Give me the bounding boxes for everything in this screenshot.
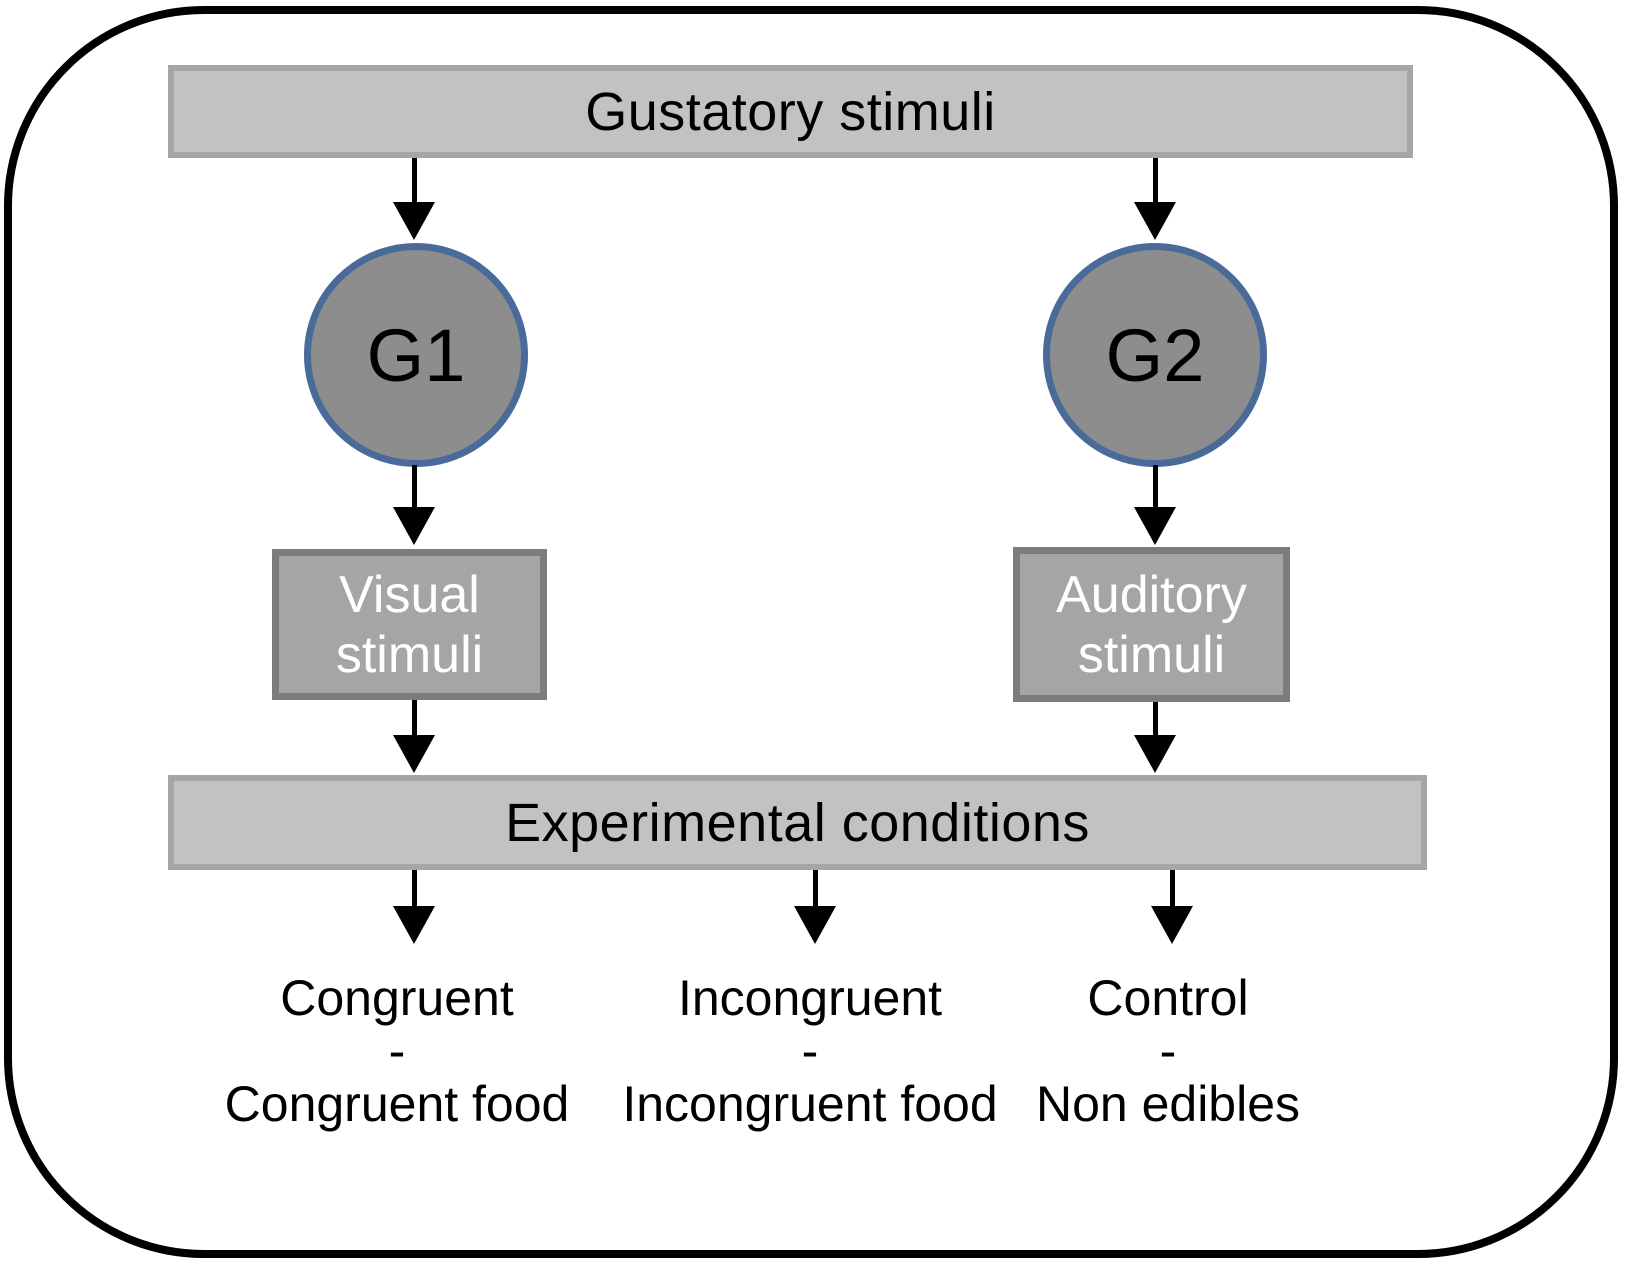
experimental-conditions-bar: Experimental conditions: [168, 775, 1427, 870]
condition-name: Incongruent: [677, 970, 943, 1026]
condition-name: Control: [1087, 970, 1249, 1026]
arrow-down-icon: [1151, 870, 1193, 944]
figure-outline: [4, 6, 1618, 1258]
condition-description: Congruent food: [224, 1076, 570, 1132]
arrow-down-icon: [794, 870, 836, 944]
auditory-stimuli-label-line1: Auditory: [1056, 565, 1247, 624]
arrow-down-icon: [1134, 465, 1176, 545]
arrow-down-icon: [393, 870, 435, 944]
arrow-down-icon: [393, 465, 435, 545]
arrow-down-icon: [393, 700, 435, 773]
condition-description: Non edibles: [1035, 1076, 1301, 1132]
condition-separator: -: [388, 1023, 406, 1079]
group-g2-circle: G2: [1043, 243, 1267, 467]
arrow-down-icon: [393, 158, 435, 240]
condition-separator: -: [801, 1023, 819, 1079]
auditory-stimuli-box: Auditory stimuli: [1013, 547, 1290, 702]
group-g1-circle: G1: [304, 243, 528, 467]
auditory-stimuli-label-line2: stimuli: [1077, 625, 1226, 684]
condition-description: Incongruent food: [622, 1076, 998, 1132]
experimental-conditions-label: Experimental conditions: [505, 792, 1090, 853]
group-g2-label: G2: [1105, 313, 1205, 397]
condition-congruent: Congruent - Congruent food: [225, 972, 570, 1131]
condition-control: Control - Non edibles: [1036, 972, 1300, 1131]
condition-name: Congruent: [280, 970, 514, 1026]
condition-separator: -: [1159, 1023, 1177, 1079]
gustatory-stimuli-label: Gustatory stimuli: [585, 81, 996, 142]
gustatory-stimuli-bar: Gustatory stimuli: [168, 65, 1413, 158]
condition-incongruent: Incongruent - Incongruent food: [622, 972, 997, 1131]
arrow-down-icon: [1134, 702, 1176, 773]
visual-stimuli-label-line2: stimuli: [335, 625, 484, 684]
group-g1-label: G1: [366, 313, 466, 397]
visual-stimuli-label-line1: Visual: [339, 565, 480, 624]
visual-stimuli-box: Visual stimuli: [272, 549, 547, 700]
arrow-down-icon: [1134, 158, 1176, 240]
